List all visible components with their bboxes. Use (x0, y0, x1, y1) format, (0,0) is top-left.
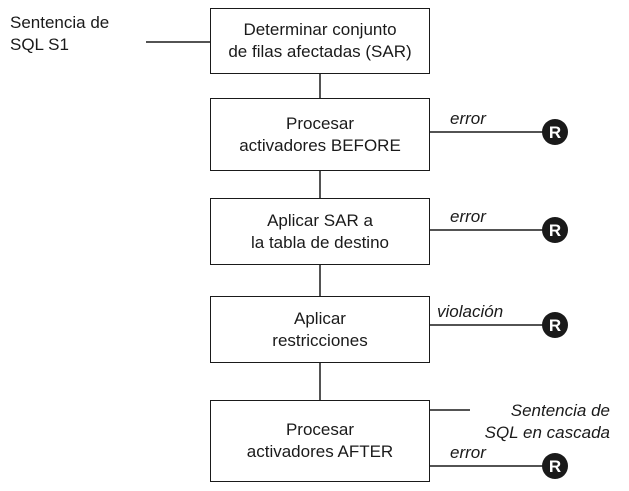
step-after-triggers: Procesar activadores AFTER (210, 400, 430, 482)
branch-label-1: error (450, 109, 486, 128)
step-before-triggers: Procesar activadores BEFORE (210, 98, 430, 171)
cascade-label: Sentencia de SQL en cascada (468, 400, 610, 444)
rollback-marker-icon: R (542, 312, 568, 338)
step-4-line1: Aplicar (294, 308, 346, 328)
step-1-line2: de filas afectadas (SAR) (228, 42, 412, 61)
step-apply-constraints: Aplicar restricciones (210, 296, 430, 363)
input-label-line1: Sentencia de (10, 13, 110, 32)
input-label-line2: SQL S1 (10, 35, 69, 54)
step-5-line2: activadores AFTER (246, 442, 394, 461)
rollback-marker-icon: R (542, 217, 568, 243)
step-2-line1: Procesar (285, 113, 355, 133)
cascade-label-line1: Sentencia de (510, 401, 610, 420)
input-label: Sentencia de SQL S1 (10, 12, 109, 56)
step-3-line1: Aplicar SAR a (267, 210, 373, 230)
step-5-line1: Procesar (285, 420, 354, 439)
step-2-line2: activadores BEFORE (239, 135, 401, 155)
step-3-line2: la tabla de destino (251, 232, 389, 252)
rollback-marker-icon: R (542, 453, 568, 479)
cascade-label-line2: SQL en cascada (484, 423, 610, 442)
rollback-marker-icon: R (542, 119, 568, 145)
branch-label-2: error (450, 207, 486, 226)
step-1-line1: Determinar conjunto (243, 20, 397, 39)
branch-label-4: error (450, 443, 486, 462)
step-apply-sar: Aplicar SAR a la tabla de destino (210, 198, 430, 265)
step-4-line2: restricciones (272, 330, 368, 350)
branch-label-3: violación (437, 302, 504, 321)
step-determine-sar: Determinar conjunto de filas afectadas (… (210, 8, 430, 74)
